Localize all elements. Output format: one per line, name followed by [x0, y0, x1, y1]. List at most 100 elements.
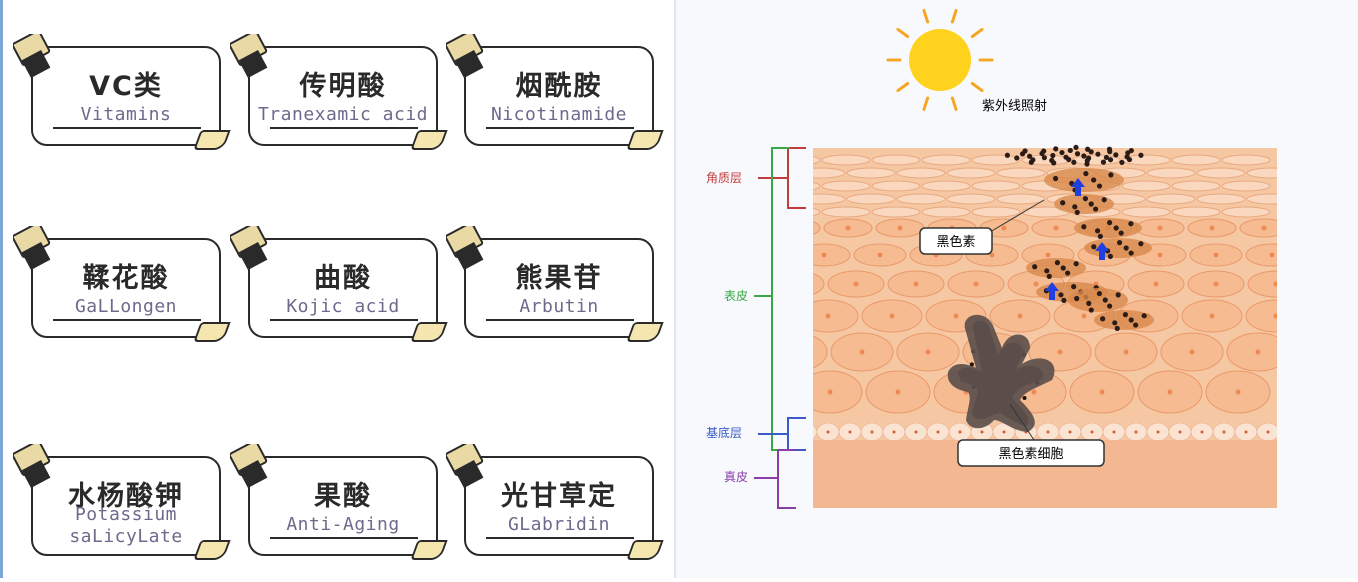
epidermis-cell	[1239, 218, 1277, 238]
melanin-granule	[1053, 146, 1059, 152]
card-fold-corner	[410, 540, 448, 560]
epidermis-cell	[1245, 299, 1277, 333]
melanin-granule	[1094, 228, 1101, 234]
ingredient-english-line: saLicyLate	[69, 526, 183, 547]
sun-ray	[950, 96, 958, 111]
epidermis-cell	[1226, 332, 1277, 372]
melanin-granule	[1041, 155, 1047, 161]
sun-icon	[886, 9, 994, 111]
melanin-granule	[1107, 157, 1114, 163]
melanin-granule	[1083, 170, 1089, 177]
uv-label: 紫外线照射	[982, 98, 1047, 114]
melanocyte-label: 黑色素细胞	[998, 446, 1063, 462]
cell-nucleus	[1235, 389, 1241, 395]
cell-nucleus	[973, 281, 979, 287]
melanin-granule	[1050, 152, 1056, 159]
cell-nucleus	[895, 389, 901, 395]
melanin-granule	[1112, 320, 1118, 326]
melanin-granule	[1107, 303, 1113, 309]
corneum-cell	[813, 193, 846, 205]
cell-nucleus	[1178, 430, 1182, 434]
corneum-cell	[1221, 180, 1271, 192]
melanin-granule	[1004, 152, 1010, 158]
melanin-granule	[1088, 307, 1094, 313]
melanin-granule	[1073, 261, 1079, 267]
cell-nucleus	[914, 430, 918, 434]
ingredient-english-name: GaLLongen	[31, 296, 221, 318]
card-fold-corner	[410, 130, 448, 150]
melanocyte-callout: 黑色素细胞	[957, 403, 1105, 467]
melanin-callout: 黑色素	[919, 199, 1045, 255]
sun-ray	[950, 9, 958, 24]
cell-nucleus	[897, 225, 903, 231]
melanin-granule	[1126, 156, 1133, 163]
melanin-granule	[969, 362, 974, 367]
cell-nucleus	[877, 252, 883, 258]
melanin-granule	[1119, 159, 1125, 166]
melanin-granule	[1027, 153, 1033, 159]
melanin-granule	[1122, 312, 1129, 318]
cell-nucleus	[1123, 349, 1129, 355]
epidermis-cell	[813, 243, 851, 267]
ingredient-chinese-name: VC类	[89, 71, 163, 102]
card-frame	[248, 238, 438, 338]
melanin-granule	[1066, 156, 1072, 163]
melanin-granule	[1074, 209, 1080, 215]
corneum-cell	[846, 193, 896, 205]
cell-nucleus	[958, 430, 962, 434]
melanin-label: 黑色素	[936, 234, 975, 250]
card-frame	[248, 46, 438, 146]
ingredient-chinese-name: 鞣花酸	[82, 263, 170, 294]
melanin-granule	[1128, 147, 1134, 154]
melanin-granule	[1074, 295, 1080, 302]
corneum-cell	[813, 155, 821, 165]
card-underline	[486, 127, 634, 129]
melanin-granule	[1091, 244, 1097, 250]
card-underline	[270, 127, 418, 129]
cell-nucleus	[1167, 389, 1173, 395]
skin-diagram-panel: 紫外线照射 角质层 表皮 基底层 真皮 黑色素 黑色素细胞	[676, 0, 1358, 578]
ingredient-chinese-name: 传明酸	[299, 71, 387, 102]
corneum-cell	[896, 167, 946, 179]
sun-ray	[970, 82, 984, 93]
cell-nucleus	[794, 282, 799, 287]
melanin-granule	[1113, 152, 1119, 158]
melanin-granule	[1071, 284, 1077, 290]
cell-nucleus	[1157, 252, 1163, 258]
basal-cell	[813, 424, 818, 440]
melanin-granule	[1046, 273, 1052, 279]
corneum-cell	[871, 180, 921, 192]
corneum-cell	[1196, 193, 1246, 205]
corneum-cell	[821, 154, 871, 166]
ingredient-chinese-name: 光甘草定	[501, 481, 617, 512]
melanin-granule	[1054, 260, 1061, 266]
corneum-cell	[971, 154, 1021, 166]
melanin-granule	[1107, 253, 1113, 259]
ingredient-english-line: Nicotinamide	[490, 104, 628, 125]
card-underline	[53, 319, 201, 321]
epidermis-cell	[1247, 270, 1277, 298]
corneum-cell	[971, 206, 1021, 218]
cell-nucleus	[1033, 281, 1039, 287]
card-frame	[31, 46, 221, 146]
ingredient-english-line: Anti-Aging	[286, 514, 400, 535]
melanin-granule	[1052, 175, 1059, 182]
cell-nucleus	[1002, 430, 1006, 434]
cell-nucleus	[925, 349, 931, 355]
melanin-granule	[1073, 144, 1079, 151]
melanin-granule	[1103, 154, 1110, 161]
melanin-migration-arrows	[1045, 178, 1109, 300]
cell-nucleus	[1273, 313, 1277, 319]
melanin-granule	[1065, 270, 1071, 276]
cell-nucleus	[853, 281, 859, 287]
melanin-granule	[1108, 172, 1114, 178]
cell-nucleus	[1031, 389, 1037, 395]
melanin-granule	[1102, 297, 1108, 303]
corneum-cell	[1221, 154, 1271, 166]
melanin-granule	[1032, 264, 1038, 270]
ingredient-english-line: Potassium	[74, 504, 178, 525]
